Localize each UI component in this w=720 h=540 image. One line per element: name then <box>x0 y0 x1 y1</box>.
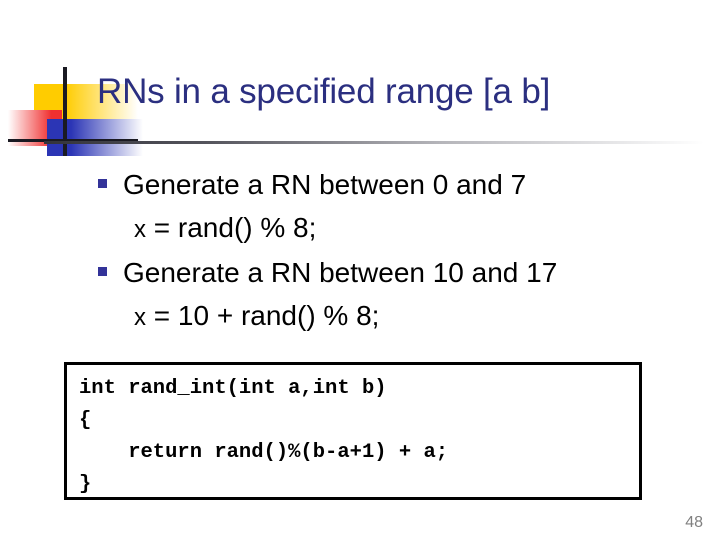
vertical-rule-shape <box>63 67 67 156</box>
horizontal-rule-shape <box>8 139 138 142</box>
code-block-box: int rand_int(int a,int b) { return rand(… <box>64 362 642 500</box>
bullet-item: Generate a RN between 10 and 17 <box>98 251 718 294</box>
slide-body: Generate a RN between 0 and 7 x = rand()… <box>98 163 718 339</box>
code-variable-name: x <box>134 216 146 243</box>
bullet-code-line: x = 10 + rand() % 8; <box>98 294 718 339</box>
slide-title: RNs in a specified range [a b] <box>97 72 551 111</box>
bullet-square-icon <box>98 179 107 188</box>
code-expression: = 10 + rand() % 8; <box>146 300 380 331</box>
code-block-text: int rand_int(int a,int b) { return rand(… <box>79 377 449 496</box>
title-underline-divider <box>44 141 704 144</box>
bullet-item: Generate a RN between 0 and 7 <box>98 163 718 206</box>
bullet-item-label: Generate a RN between 0 and 7 <box>123 169 527 200</box>
blue-square-shape <box>47 119 143 156</box>
page-number: 48 <box>685 514 703 531</box>
bullet-item-label: Generate a RN between 10 and 17 <box>123 257 558 288</box>
code-variable-name: x <box>134 304 146 331</box>
bullet-code-line: x = rand() % 8; <box>98 206 718 251</box>
code-expression: = rand() % 8; <box>146 212 317 243</box>
bullet-square-icon <box>98 267 107 276</box>
decorative-logo-graphic <box>0 0 200 175</box>
